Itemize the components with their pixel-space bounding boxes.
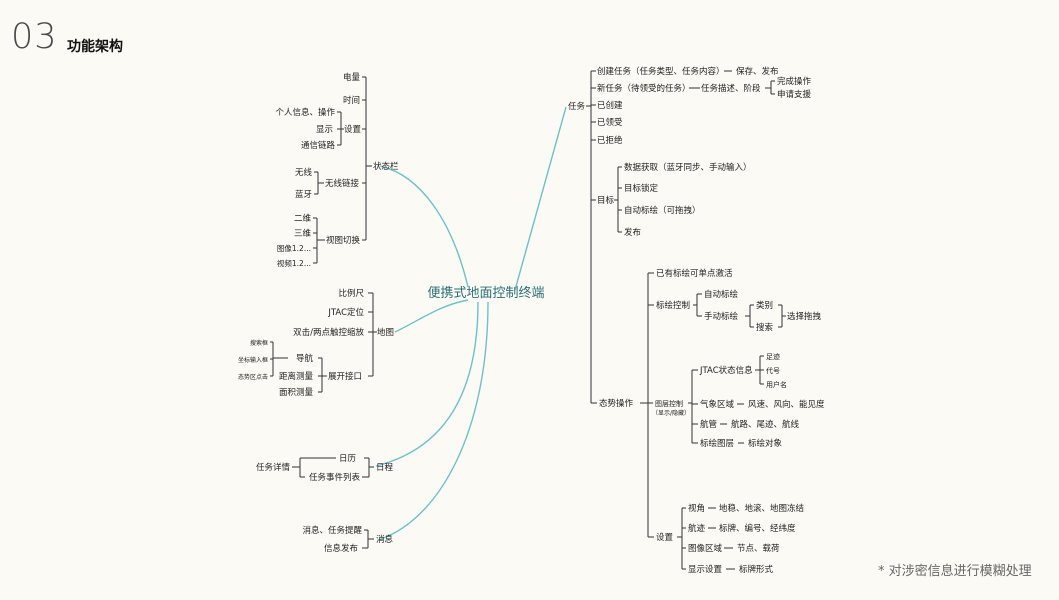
- rejected-label: 已拒绝: [597, 135, 623, 146]
- section-number: 03: [11, 17, 58, 57]
- power-label: 电量: [343, 72, 361, 83]
- message-remind-label: 消息、任务提醒: [302, 525, 362, 536]
- plot-layer-detail: 标绘对象: [748, 438, 783, 449]
- jtac-position-label: JTAC定位: [327, 307, 364, 318]
- coord-input-label: 坐标输入框: [238, 356, 268, 364]
- area-measure-label: 面积测量: [279, 387, 314, 398]
- complete-op-label: 完成操作: [777, 76, 812, 87]
- create-task-result: 保存、发布: [736, 66, 779, 77]
- center-node: 便携式地面控制终端: [427, 285, 544, 301]
- air-traffic-detail: 航路、尾迹、航线: [731, 419, 800, 430]
- view-3d-label: 三维: [294, 228, 312, 239]
- task-events-label: 任务事件列表: [309, 472, 361, 483]
- wifi-label: 无线: [295, 167, 313, 178]
- target-publish-label: 发布: [624, 227, 641, 238]
- view-switch-label: 视图切换: [326, 235, 361, 246]
- situation-click-label: 态势区点击: [238, 373, 268, 381]
- right-trunk: 任务 创建任务（任务类型、任务内容） 保存、发布 新任务（待领受的任务） 任务描…: [568, 66, 825, 575]
- created-label: 已创建: [597, 100, 623, 111]
- distance-measure-label: 距离测量: [279, 371, 314, 382]
- display-setting-detail: 标牌形式: [739, 564, 774, 575]
- view-2d-label: 二维: [294, 213, 312, 224]
- situation-settings-label: 设置: [656, 532, 674, 543]
- display-setting-label: 显示设置: [688, 564, 723, 575]
- weather-zone-detail: 风速、风向、能见度: [748, 399, 825, 410]
- plot-search-label: 搜索: [756, 322, 773, 333]
- situation-op-label: 态势操作: [599, 398, 634, 409]
- target-lock-label: 目标锁定: [624, 183, 659, 194]
- navigation-label: 导航: [296, 353, 314, 364]
- plot-layer-label: 标绘图层: [700, 438, 734, 449]
- view-angle-detail: 地稳、地滚、地图冻结: [719, 503, 804, 514]
- schedule-label: 日程: [376, 463, 394, 473]
- username-label: 用户名: [766, 380, 787, 389]
- footnote: * 对涉密信息进行模糊处理: [878, 564, 1032, 579]
- layer-control-label: 图层控制: [655, 399, 683, 408]
- air-traffic-label: 航管: [700, 419, 717, 430]
- display-label: 显示: [316, 125, 333, 135]
- select-drag-label: 选择拖拽: [787, 311, 822, 322]
- message-branch: 消息 消息、任务提醒 信息发布: [302, 525, 393, 554]
- data-acquire-label: 数据获取（蓝牙同步、手动输入）: [624, 162, 752, 173]
- wireless-link-label: 无线链接: [325, 178, 360, 189]
- view-video-label: 视频1.2...: [277, 258, 311, 268]
- message-label: 消息: [376, 534, 394, 545]
- map-branch: 地图 比例尺 JTAC定位 双击/两点触控缩放 展开接口 导航 距离测量 面积测…: [238, 288, 394, 398]
- plot-control-label: 标绘控制: [656, 300, 690, 311]
- view-image-label: 图像1.2...: [277, 243, 311, 253]
- flight-track-label: 航迹: [688, 523, 706, 534]
- info-publish-label: 信息发布: [324, 543, 358, 554]
- create-task-label: 创建任务（任务类型、任务内容）: [597, 66, 725, 77]
- personal-info-label: 个人信息、操作: [275, 107, 335, 118]
- manual-plot-label: 手动标绘: [704, 311, 739, 322]
- status-bar-branch: 状态栏 电量 时间 设置 个人信息、操作 显示 通信链路 无线链接 无线 蓝牙 …: [275, 72, 399, 268]
- auto-draw-drag-label: 自动标绘（可拖拽）: [624, 205, 701, 216]
- calendar-label: 日历: [339, 454, 357, 464]
- task-detail-label: 任务详情: [256, 462, 291, 473]
- comm-link-label: 通信链路: [301, 140, 336, 151]
- page-title: 功能架构: [67, 39, 123, 55]
- jtac-status-label: JTAC状态信息: [699, 365, 753, 376]
- time-label: 时间: [343, 95, 360, 106]
- new-task-desc: 任务描述、阶段: [701, 83, 761, 94]
- weather-zone-label: 气象区域: [700, 399, 735, 410]
- received-label: 已领受: [597, 117, 623, 128]
- image-area-label: 图像区域: [688, 543, 723, 554]
- request-support-label: 申请支援: [777, 89, 812, 100]
- new-task-label: 新任务（待领受的任务）: [597, 83, 691, 94]
- flight-track-detail: 标牌、编号、经纬度: [719, 523, 796, 534]
- layer-control-sub: （显示/隐藏）: [652, 409, 690, 417]
- track-trail-label: 足迹: [766, 352, 780, 361]
- schedule-branch: 日程 日历 任务事件列表 任务详情: [256, 454, 394, 483]
- callsign-label: 代号: [766, 366, 780, 375]
- zoom-label: 双击/两点触控缩放: [293, 327, 364, 338]
- scale-label: 比例尺: [338, 288, 364, 299]
- task-label: 任务: [568, 101, 586, 112]
- settings-label: 设置: [344, 124, 362, 135]
- existing-draw-label: 已有标绘可单点激活: [656, 268, 733, 279]
- target-label: 目标: [597, 195, 615, 206]
- image-area-detail: 节点、载荷: [737, 543, 780, 554]
- auto-plot-label: 自动标绘: [704, 289, 739, 300]
- view-angle-label: 视角: [688, 503, 705, 514]
- branch-curves: [375, 106, 567, 541]
- bluetooth-label: 蓝牙: [295, 189, 312, 200]
- category-label: 类别: [756, 300, 773, 311]
- status-bar-label: 状态栏: [373, 161, 399, 172]
- map-label: 地图: [377, 327, 394, 338]
- search-box-label: 搜索框: [250, 339, 268, 347]
- expand-interface-label: 展开接口: [328, 371, 362, 382]
